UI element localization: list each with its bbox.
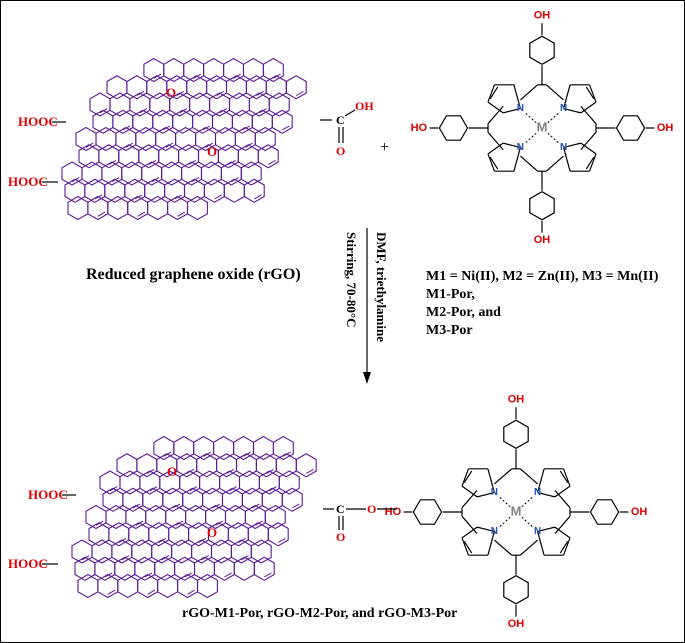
graphene-double-bond <box>277 537 286 543</box>
porphyrin-name-2: M2-Por, and <box>426 305 501 320</box>
nitrogen-label: N <box>491 487 498 498</box>
graphene-double-bond <box>295 90 304 96</box>
rgo-sheet-reactant <box>61 57 307 221</box>
epoxy-label: O <box>207 144 217 159</box>
graphene-double-bond <box>214 194 222 200</box>
cooh-label: HOOC <box>28 487 68 502</box>
arrow-head <box>363 372 371 384</box>
metalloporphyrin-product: N N N N M OH OH OH HO <box>385 394 648 631</box>
metal-definition: M1 = Ni(II), M2 = Zn(II), M3 = Mn(II) <box>426 269 659 284</box>
graphene-ring <box>271 109 293 134</box>
nitrogen-label: N <box>517 103 524 114</box>
graphene-ring <box>254 126 276 152</box>
graphene-ring <box>117 573 139 599</box>
acid-hydroxyl-label: OH <box>355 99 374 113</box>
metal-center-label: M <box>537 119 548 134</box>
graphene-ring <box>253 556 275 581</box>
cooh-label: HOOC <box>8 556 48 571</box>
hydroxyl-label: OH <box>534 10 551 22</box>
nitrogen-label: N <box>517 142 524 153</box>
graphene-ring <box>281 487 303 512</box>
phenyl-ring <box>412 499 443 525</box>
graphene-double-bond <box>97 211 106 217</box>
phenyl-ring <box>615 115 646 141</box>
svg-text:C: C <box>336 502 345 516</box>
rgo-caption: Reduced graphene oxide (rGO) <box>86 266 301 283</box>
hydroxyl-label: HO <box>385 506 402 518</box>
plus-sign: + <box>380 139 389 156</box>
phenyl-ring <box>438 115 469 141</box>
graphene-ring <box>250 539 272 564</box>
graphene-ring <box>262 57 284 83</box>
graphene-ring <box>278 470 300 495</box>
nitrogen-label: N <box>560 142 567 153</box>
graphene-double-bond <box>137 211 146 217</box>
phenyl-ring <box>503 575 529 605</box>
graphene-double-bond <box>107 589 116 595</box>
graphene-double-bond <box>177 211 185 217</box>
graphene-double-bond <box>281 125 290 131</box>
condition-line-1: DMF, triethylamine <box>374 232 389 342</box>
nitrogen-label: N <box>491 526 498 537</box>
phenyl-ring <box>529 191 555 221</box>
phenyl-ring <box>589 499 620 525</box>
graphene-ring <box>240 161 262 186</box>
graphene-ring <box>285 75 307 100</box>
epoxy-label: O <box>166 85 176 100</box>
metal-center-label: M <box>511 503 522 518</box>
graphene-double-bond <box>187 589 195 595</box>
hydroxyl-label: OH <box>508 394 525 406</box>
cooh-label: HOOC <box>8 174 48 189</box>
hydroxyl-label: OH <box>534 234 551 246</box>
graphene-ring <box>243 178 265 203</box>
graphene-ring <box>268 92 290 117</box>
porphyrin-name-1: M1-Por, <box>426 287 475 302</box>
metalloporphyrin-reactant: N N N N M OH OH OH HO <box>411 10 674 247</box>
graphene-ring <box>196 573 218 599</box>
hydroxyl-label: OH <box>631 506 648 518</box>
nitrogen-label: N <box>534 487 541 498</box>
graphene-ring <box>186 195 208 221</box>
nitrogen-label: N <box>560 103 567 114</box>
graphene-double-bond <box>263 572 272 578</box>
epoxy-label: O <box>207 525 217 540</box>
epoxy-label: O <box>167 464 177 479</box>
porphyrin-name-3: M3-Por <box>426 323 473 338</box>
graphene-double-bond <box>267 159 276 165</box>
hydroxyl-label: OH <box>657 122 674 134</box>
nitrogen-label: N <box>534 526 541 537</box>
graphene-double-bond <box>224 572 232 578</box>
graphene-ring <box>267 522 289 547</box>
graphene-double-bond <box>291 503 300 509</box>
graphene-ring <box>257 144 279 169</box>
graphene-ring <box>295 453 317 478</box>
graphene-double-bond <box>253 194 262 200</box>
rgo-functional-groups-product: HOOC HOOC O O C O O <box>8 464 397 571</box>
product-caption: rGO-M1-Por, rGO-M2-Por, and rGO-M3-Por <box>182 606 458 621</box>
graphene-ring <box>272 435 294 461</box>
graphene-ring <box>107 195 129 221</box>
ester-carbonyl-label: O <box>336 530 345 544</box>
ester-oxygen-label: O <box>367 502 376 516</box>
rgo-functional-groups-reactant: HOOC HOOC C OH O O O <box>8 85 374 189</box>
cooh-label: HOOC <box>18 114 58 129</box>
rgo-sheet-product <box>71 435 317 599</box>
phenyl-ring <box>503 419 529 449</box>
graphene-double-bond <box>147 589 156 595</box>
acid-carbonyl-label: O <box>336 144 345 158</box>
phenyl-ring <box>529 35 555 65</box>
graphene-ring <box>264 504 286 530</box>
graphene-double-bond <box>305 468 314 474</box>
hydroxyl-label: HO <box>411 122 428 134</box>
hydroxyl-label: OH <box>508 618 525 630</box>
condition-line-2: Stirring, 70-80°C <box>344 232 359 327</box>
svg-text:C: C <box>336 113 345 127</box>
